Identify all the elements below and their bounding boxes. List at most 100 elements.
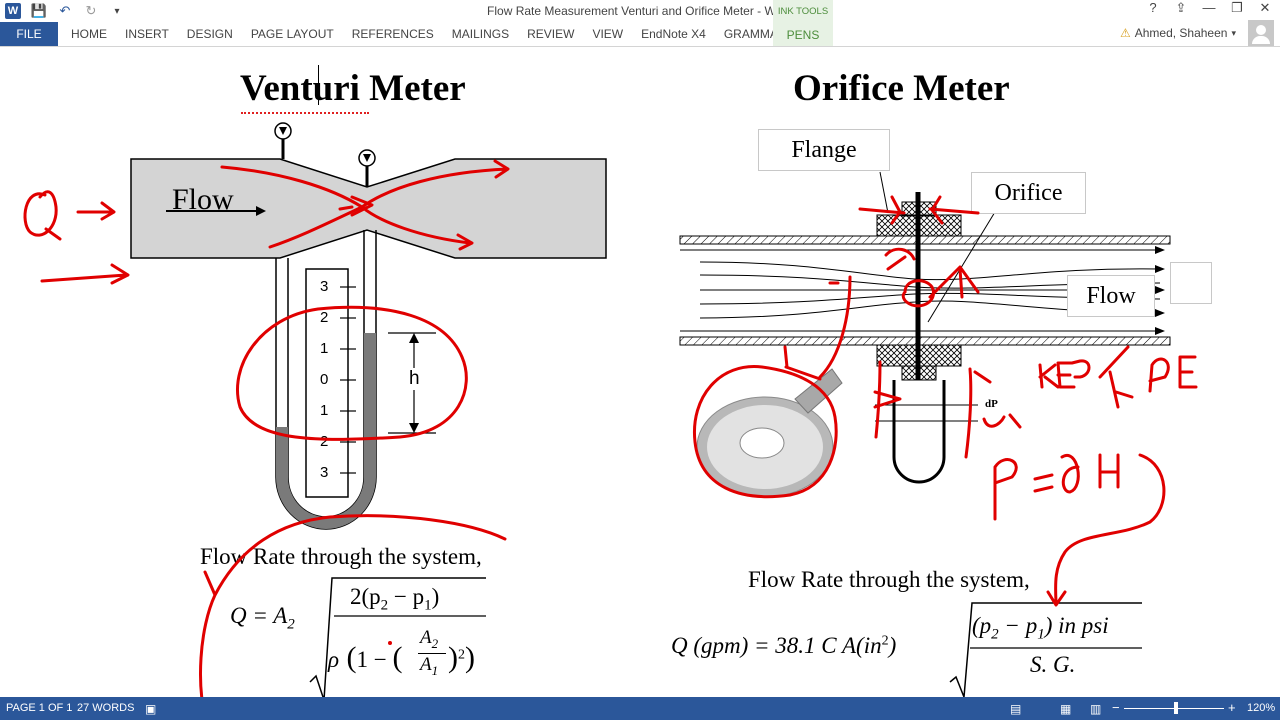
- venturi-heading: Venturi Meter: [240, 68, 466, 109]
- avatar[interactable]: [1248, 20, 1274, 46]
- zoom-slider-thumb[interactable]: [1174, 702, 1178, 714]
- warning-icon: ⚠: [1119, 26, 1131, 40]
- tab-file[interactable]: FILE: [0, 22, 58, 46]
- scale-2-bottom: 2: [320, 433, 329, 450]
- customize-qat-icon[interactable]: ▾: [114, 5, 120, 17]
- venturi-square: 2: [458, 647, 465, 663]
- orifice-caption: Flow Rate through the system,: [748, 567, 1030, 592]
- flow-label: Flow: [172, 183, 234, 216]
- spell-underline: [241, 109, 369, 114]
- orifice-denominator: S. G.: [1030, 652, 1076, 677]
- on-b: 2: [991, 626, 999, 643]
- of-sup: 2: [881, 633, 889, 649]
- venturi-ratio-bar: [418, 653, 446, 654]
- flange-label: Flange: [758, 129, 890, 171]
- orifice-label: Orifice: [971, 172, 1086, 214]
- page-count[interactable]: PAGE 1 OF 1: [6, 702, 73, 714]
- of-lhs: Q (gpm) = 38.1 C A(in: [671, 633, 882, 658]
- tab-home[interactable]: HOME: [71, 27, 107, 41]
- orifice-diagram: [679, 171, 1171, 498]
- venturi-radical: [309, 577, 486, 697]
- ink-annotations: [23, 159, 1198, 697]
- venturi-denominator: ρ (1 − (: [328, 641, 403, 674]
- help-icon[interactable]: ?: [1149, 0, 1157, 15]
- ink-tools-group: INK TOOLS PENS: [773, 0, 833, 46]
- ribbon-display-icon[interactable]: ⇪: [1175, 0, 1187, 15]
- undo-icon[interactable]: ↶: [59, 3, 71, 18]
- save-icon[interactable]: 💾: [30, 3, 48, 18]
- avatar-head: [1256, 25, 1266, 35]
- tab-references[interactable]: REFERENCES: [351, 27, 434, 41]
- orifice-heading: Orifice Meter: [793, 68, 1010, 109]
- proofing-icon[interactable]: ▣: [145, 702, 157, 716]
- scale-0: 0: [320, 371, 329, 388]
- read-mode-icon[interactable]: ▤: [1010, 702, 1022, 716]
- empty-box: [1170, 262, 1212, 304]
- quick-access-toolbar: W 💾 ↶ ↻ ▾: [4, 2, 126, 20]
- venturi-caption: Flow Rate through the system,: [200, 544, 482, 569]
- vn-b: 2: [380, 597, 389, 614]
- ribbon-tabs: FILE HOME INSERT DESIGN PAGE LAYOUT REFE…: [0, 0, 1280, 47]
- redo-icon[interactable]: ↻: [85, 3, 97, 18]
- vd-one: 1 −: [356, 647, 393, 672]
- user-caret-icon: ▾: [1231, 27, 1236, 38]
- venturi-formula-lhs: Q = A2: [230, 603, 295, 634]
- on-a: (p: [972, 613, 992, 638]
- on-c: − p: [998, 613, 1038, 638]
- tab-insert[interactable]: INSERT: [125, 27, 169, 41]
- tab-list: HOME INSERT DESIGN PAGE LAYOUT REFERENCE…: [62, 22, 809, 46]
- avatar-body: [1252, 36, 1270, 44]
- minimize-icon[interactable]: —: [1202, 0, 1216, 15]
- tab-design[interactable]: DESIGN: [186, 27, 233, 41]
- venturi-ratio-top: A2: [420, 627, 438, 652]
- flow-right-label: Flow: [1067, 275, 1155, 317]
- user-name: Ahmed, Shaheen: [1134, 26, 1228, 40]
- vr-bot-sub: 1: [431, 662, 439, 678]
- window-title: Flow Rate Measurement Venturi and Orific…: [487, 4, 793, 18]
- zoom-in-button[interactable]: +: [1228, 700, 1236, 715]
- vn-c: − p: [388, 584, 425, 609]
- dp-label: dP: [985, 398, 998, 410]
- vr-top: A: [420, 627, 432, 648]
- scale-2-top: 2: [320, 309, 329, 326]
- vd-rho: ρ: [328, 647, 340, 672]
- on-e: ) in psi: [1044, 613, 1109, 638]
- document-page[interactable]: Venturi Meter Orifice Meter Flow 3 2 1 0…: [0, 47, 1280, 697]
- scale-1-bottom: 1: [320, 402, 329, 419]
- word-app-icon[interactable]: W: [4, 2, 22, 20]
- orifice-formula-lhs: Q (gpm) = 38.1 C A(in2): [671, 633, 896, 659]
- restore-icon[interactable]: ❐: [1231, 0, 1243, 15]
- orifice-radical: [949, 602, 1142, 697]
- venturi-ratio-bottom: A1: [420, 654, 438, 679]
- vr-bot: A: [420, 654, 432, 675]
- word-count[interactable]: 27 WORDS: [77, 702, 135, 714]
- tab-endnote[interactable]: EndNote X4: [641, 27, 706, 41]
- web-layout-icon[interactable]: ▥: [1090, 702, 1102, 716]
- zoom-level[interactable]: 120%: [1247, 702, 1276, 714]
- window-controls: ? ⇪ — ❐ ✕: [1146, 0, 1272, 16]
- close-icon[interactable]: ✕: [1259, 0, 1271, 15]
- vn-e: ): [431, 584, 440, 609]
- vn-a: 2(p: [350, 584, 381, 609]
- h-label: h: [407, 368, 422, 390]
- tab-view[interactable]: VIEW: [592, 27, 624, 41]
- on-d: 1: [1037, 626, 1045, 643]
- user-account[interactable]: ⚠ Ahmed, Shaheen ▾: [1120, 26, 1236, 40]
- vn-d: 1: [424, 597, 432, 614]
- venturi-lhs-text: Q = A: [230, 603, 288, 628]
- tab-pens[interactable]: PENS: [786, 28, 820, 42]
- title-bar: W 💾 ↶ ↻ ▾ Flow Rate Measurement Venturi …: [0, 0, 1280, 22]
- tab-page-layout[interactable]: PAGE LAYOUT: [250, 27, 334, 41]
- of-close: ): [888, 633, 897, 658]
- zoom-out-button[interactable]: −: [1112, 700, 1120, 715]
- ink-tools-label: INK TOOLS: [777, 6, 829, 17]
- tab-mailings[interactable]: MAILINGS: [451, 27, 510, 41]
- orifice-numerator: (p2 − p1) in psi: [972, 613, 1109, 644]
- tab-review[interactable]: REVIEW: [527, 27, 575, 41]
- print-layout-icon[interactable]: ▦: [1060, 702, 1072, 716]
- venturi-diagram: [130, 122, 607, 530]
- text-cursor: [318, 65, 319, 105]
- venturi-closing: )2): [448, 641, 475, 674]
- vr-top-sub: 2: [431, 635, 439, 651]
- venturi-lhs-sub: 2: [287, 616, 295, 633]
